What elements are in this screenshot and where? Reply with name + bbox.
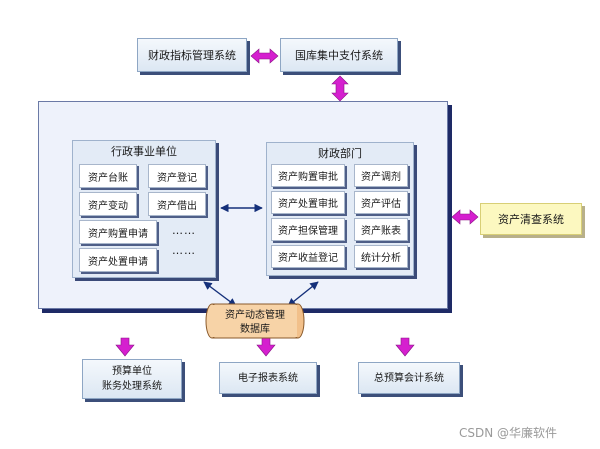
treasury-payment-system-label: 国库集中支付系统 (295, 49, 383, 62)
cell-disposal-approval: 资产处置审批 (271, 191, 345, 214)
cell-revenue-registration: 资产收益登记 (271, 245, 345, 268)
database-label-line2: 数据库 (240, 322, 270, 335)
finance-dept-title: 财政部门 (318, 147, 362, 160)
fiscal-indicator-system-box: 财政指标管理系统 (137, 38, 247, 72)
database-cylinder-icon (205, 303, 305, 339)
cell-asset-accounts: 资产账表 (354, 218, 408, 241)
admin-ellipsis-1: …… (172, 224, 196, 237)
database-label-line1: 资产动态管理 (225, 308, 285, 321)
cell-asset-registration: 资产登记 (148, 164, 206, 188)
cell-asset-lending: 资产借出 (148, 192, 206, 216)
budget-unit-accounting-system-box: 预算单位 账务处理系统 (82, 359, 182, 399)
fiscal-indicator-system-label: 财政指标管理系统 (148, 49, 236, 62)
admin-ellipsis-2: …… (172, 244, 196, 257)
finance-db-link (287, 281, 319, 307)
electronic-report-label: 电子报表系统 (238, 372, 298, 384)
cell-guarantee-management: 资产担保管理 (271, 218, 345, 241)
treasury-main-double-arrow (331, 75, 349, 102)
csdn-watermark: CSDN @华廉软件 (459, 426, 558, 440)
cell-asset-change: 资产变动 (79, 192, 137, 216)
cell-purchase-approval: 资产购置审批 (271, 164, 345, 187)
asset-inventory-system-label: 资产清查系统 (498, 213, 564, 226)
electronic-report-system-box: 电子报表系统 (219, 362, 317, 394)
down-arrow-general-budget (395, 337, 415, 357)
asset-inventory-system-box: 资产清查系统 (480, 203, 582, 235)
cell-statistical-analysis: 统计分析 (354, 245, 408, 268)
down-arrow-budget-unit (115, 337, 135, 357)
cell-asset-evaluation: 资产评估 (354, 191, 408, 214)
cell-asset-ledger: 资产台账 (79, 164, 137, 188)
cell-asset-disposal-request: 资产处置申请 (79, 248, 157, 272)
inventory-double-arrow (451, 209, 479, 225)
cell-asset-adjustment: 资产调剂 (354, 164, 408, 187)
admin-db-link (203, 281, 237, 307)
top-link-double-arrow (250, 48, 279, 64)
cell-asset-purchase-request: 资产购置申请 (79, 220, 157, 244)
budget-unit-line1: 预算单位 (112, 366, 152, 377)
budget-unit-line2: 账务处理系统 (102, 381, 162, 392)
down-arrow-e-report (256, 337, 276, 357)
treasury-payment-system-box: 国库集中支付系统 (280, 38, 398, 72)
general-budget-accounting-system-box: 总预算会计系统 (358, 362, 460, 394)
admin-unit-title: 行政事业单位 (111, 145, 177, 158)
general-budget-label: 总预算会计系统 (374, 372, 444, 384)
